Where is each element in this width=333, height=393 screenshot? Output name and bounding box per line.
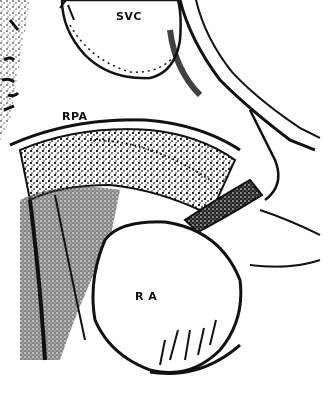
- label-rpa: RPA: [62, 110, 88, 123]
- label-svc: SVC: [116, 10, 142, 23]
- right-atrium: [93, 222, 241, 374]
- left-chest-margin: [0, 0, 30, 140]
- label-ra: R A: [135, 290, 157, 303]
